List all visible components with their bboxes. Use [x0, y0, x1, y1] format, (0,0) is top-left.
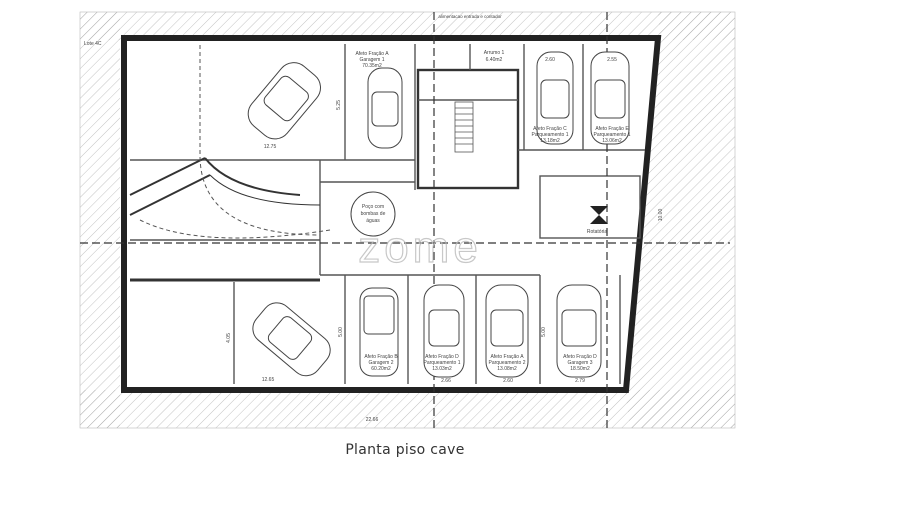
park-b2-label-3: 13.08m2 [497, 366, 517, 372]
park-b1-label-3: 13.03m2 [432, 366, 452, 372]
park-b1-label-1: Afeto Fração D [425, 354, 459, 360]
dim-bottom: 22.66 [366, 417, 379, 423]
park-b2-label-2: Parqueamento 2 [489, 360, 526, 366]
top-note: alimentacao entrada e contador [438, 14, 502, 19]
axis-lines [80, 12, 730, 428]
garage-c-label-3: 18.50m2 [570, 366, 590, 372]
park-a1-label-1: Afeto Fração C [533, 126, 567, 132]
pump-label-1: Poço com [362, 204, 384, 210]
cars [247, 51, 630, 378]
plan-labels: Lote 4C alimentacao entrada e contador 1… [84, 14, 664, 423]
garage-b-label-2: Garagem 2 [368, 360, 393, 366]
dim-bottom-left: 12.65 [262, 377, 275, 383]
park-a2-label-2: Parqueamento 1 [594, 132, 631, 138]
garage-a-label-2: Garagem 1 [359, 57, 384, 63]
plan-caption: Planta piso cave [345, 442, 465, 458]
pump-label-2: bombas de [361, 211, 386, 217]
garage-c-label-2: Garagem 3 [567, 360, 592, 366]
park-a1-label-3: 13.18m2 [540, 138, 560, 144]
outer-walls [121, 35, 662, 393]
park-b1-label-2: Parqueamento 1 [424, 360, 461, 366]
rotator-icon: Rotatória [587, 206, 608, 235]
lote-label: Lote 4C [84, 41, 102, 47]
garage-c-label-1: Afeto Fração D [563, 354, 597, 360]
park-a1-label-2: Parqueamento 1 [532, 132, 569, 138]
inner-partitions [130, 44, 645, 384]
store-label-1: Arrumo 1 [484, 50, 505, 56]
dim-vert-b: 4.05 [226, 333, 232, 343]
pump-well: Poço com bombas de águas [350, 191, 396, 237]
store-label-2: 6.40m2 [486, 57, 503, 63]
garage-b-label-3: 60.20m2 [371, 366, 391, 372]
pump-label-3: águas [366, 218, 380, 224]
ramp [129, 157, 321, 216]
staircase [454, 101, 474, 153]
park-a2-label-3: 13.06m2 [602, 138, 622, 144]
site-hatching [79, 11, 736, 429]
dashed-swings [139, 45, 331, 239]
dim-top-mid: 12.75 [264, 144, 277, 150]
dim-right: 10.00 [658, 209, 664, 222]
garage-b-label-1: Afeto Fração B [364, 354, 398, 360]
dim-width-3: 2.66 [441, 378, 451, 384]
park-b2-label-1: Afeto Fração A [490, 354, 524, 360]
dim-width-5: 2.79 [575, 378, 585, 384]
dim-vert-a: 5.25 [336, 100, 342, 110]
garage-a-label-1: Afeto Fração A [355, 51, 389, 57]
park-a2-label-1: Afeto Fração E [595, 126, 629, 132]
dim-vert-d: 5.00 [541, 327, 547, 337]
garage-a-label-3: 70.35m2 [362, 63, 382, 69]
rotator-label: Rotatória [587, 229, 608, 235]
dim-width-2: 2.55 [607, 57, 617, 63]
dim-width-4: 2.60 [503, 378, 513, 384]
dim-vert-c: 5.00 [338, 327, 344, 337]
watermark: zome [358, 223, 482, 272]
dim-width-1: 2.60 [545, 57, 555, 63]
